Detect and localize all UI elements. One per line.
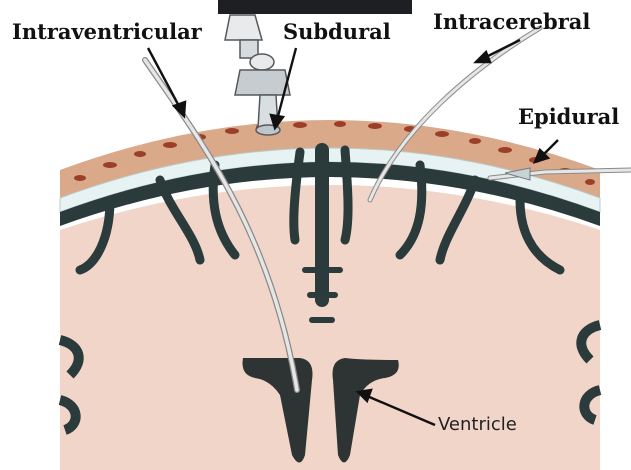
label-subdural: Subdural [283,21,391,42]
label-intraventricular: Intraventricular [12,21,202,42]
top-bar [218,0,412,14]
label-epidural: Epidural [518,106,619,127]
label-ventricle: Ventricle [438,416,517,434]
label-intracerebral: Intracerebral [433,11,590,32]
brain-tissue [60,185,600,470]
